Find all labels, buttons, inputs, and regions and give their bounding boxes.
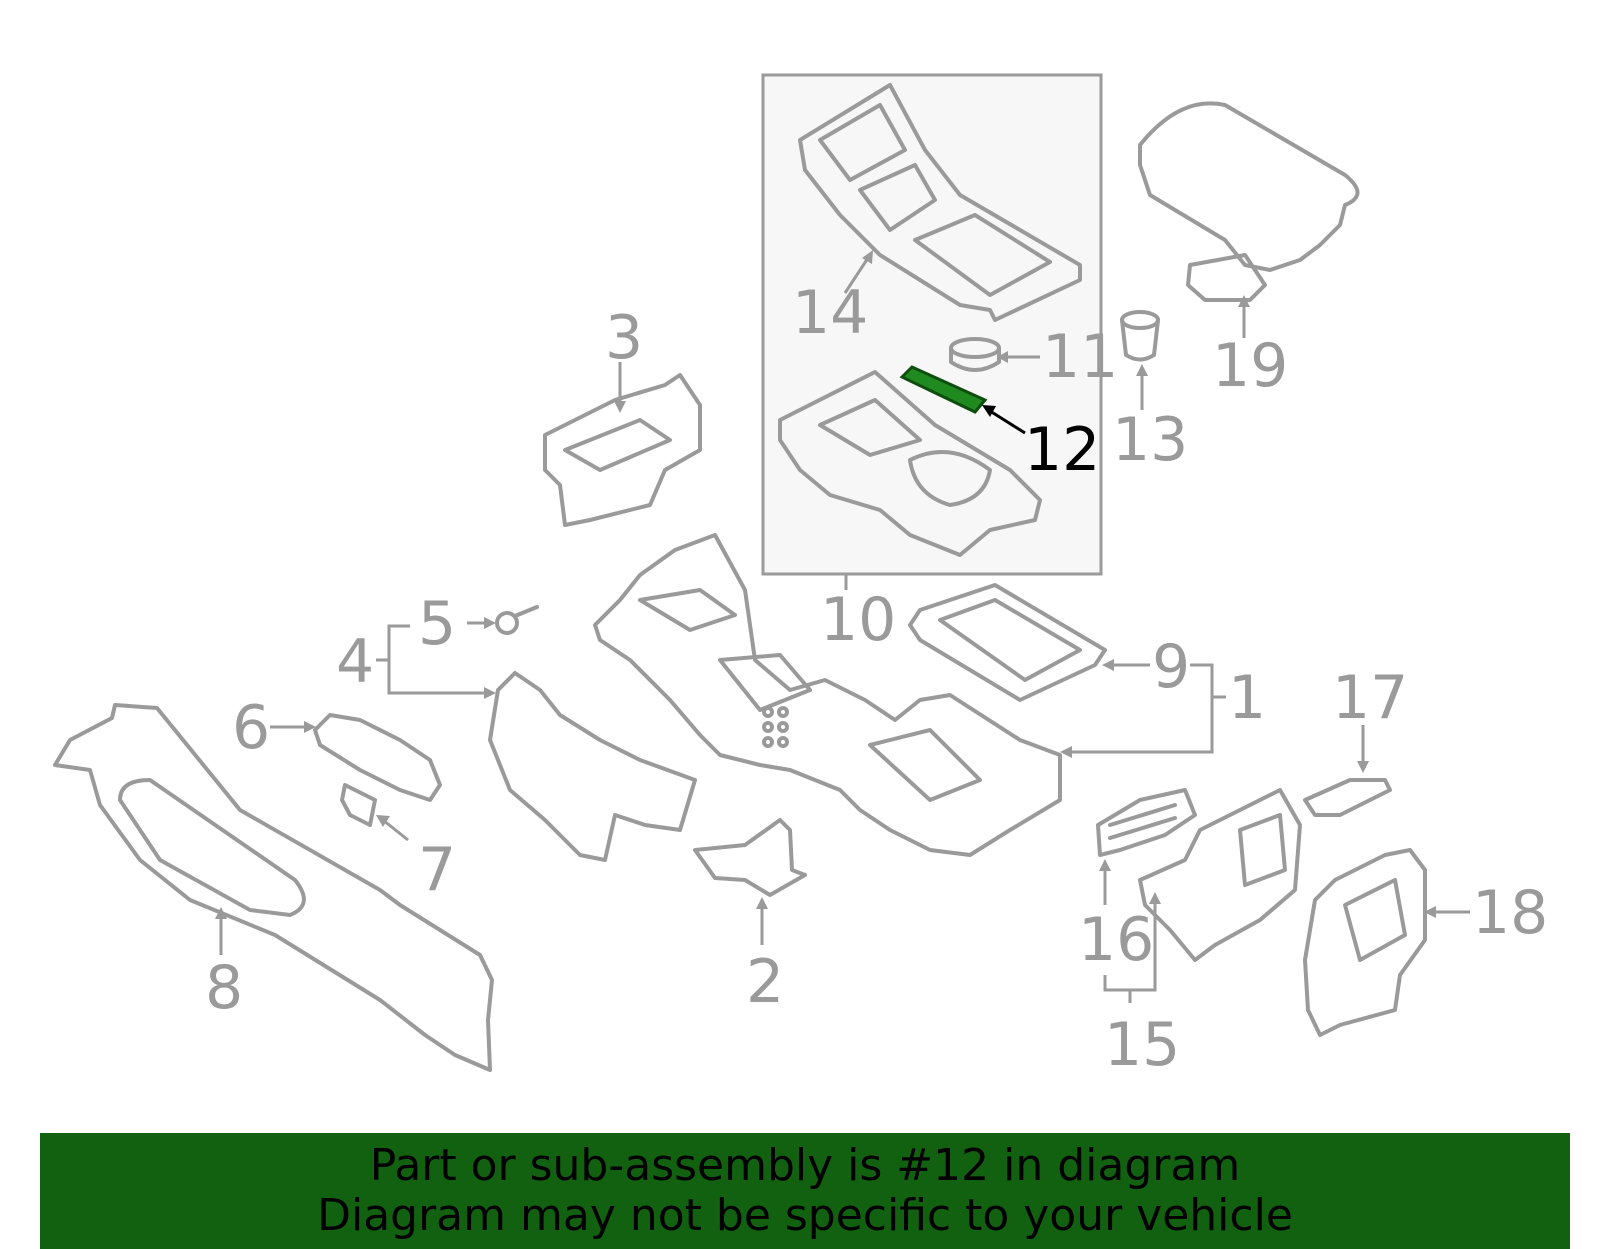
banner-line-2: Diagram may not be specific to your vehi… (317, 1190, 1293, 1241)
part-17-cover (1303, 778, 1392, 817)
callout-15: 15 (1104, 1010, 1180, 1080)
part-14-bezel (798, 83, 1082, 322)
part-11-ring (949, 337, 1001, 372)
part-13-cup (1120, 310, 1160, 362)
part-5-clip (495, 605, 539, 635)
part-6-trim (313, 713, 442, 802)
part-3-bracket (543, 373, 702, 527)
part-8-side-trim (53, 703, 494, 1072)
callout-2: 2 (746, 947, 784, 1017)
callout-5: 5 (418, 589, 456, 659)
callout-19: 19 (1212, 331, 1288, 401)
callout-7: 7 (418, 835, 456, 905)
part-4-side-panel (488, 671, 697, 862)
callout-18: 18 (1472, 878, 1548, 948)
part-7-clip (340, 783, 377, 827)
part-15-rear-panel (1138, 788, 1302, 962)
part-10-console-top (778, 370, 1042, 557)
callout-6: 6 (232, 693, 270, 763)
part-12-mat-highlighted (899, 365, 988, 414)
callout-1: 1 (1228, 663, 1266, 733)
part-2-bracket (693, 818, 807, 897)
callout-13: 13 (1112, 405, 1188, 475)
part-9-tray (908, 583, 1107, 702)
part-16-vent (1096, 788, 1197, 857)
callout-8: 8 (205, 953, 243, 1023)
callout-3: 3 (605, 303, 643, 373)
callout-17: 17 (1332, 663, 1408, 733)
callout-12: 12 (1024, 415, 1100, 485)
info-banner: Part or sub-assembly is #12 in diagram D… (40, 1133, 1570, 1249)
part-19-armrest (1138, 101, 1360, 302)
callout-11: 11 (1042, 322, 1118, 392)
banner-line-1: Part or sub-assembly is #12 in diagram (369, 1140, 1241, 1191)
callout-4: 4 (336, 627, 374, 697)
parts-diagram: 14 11 12 10 13 19 3 (53, 73, 1548, 1080)
callout-9: 9 (1152, 632, 1190, 702)
callout-10: 10 (820, 585, 896, 655)
part-18-rear-bezel (1303, 848, 1427, 1037)
callout-14: 14 (792, 278, 868, 348)
part-1-console-base (593, 533, 1062, 857)
callout-16: 16 (1078, 905, 1154, 975)
